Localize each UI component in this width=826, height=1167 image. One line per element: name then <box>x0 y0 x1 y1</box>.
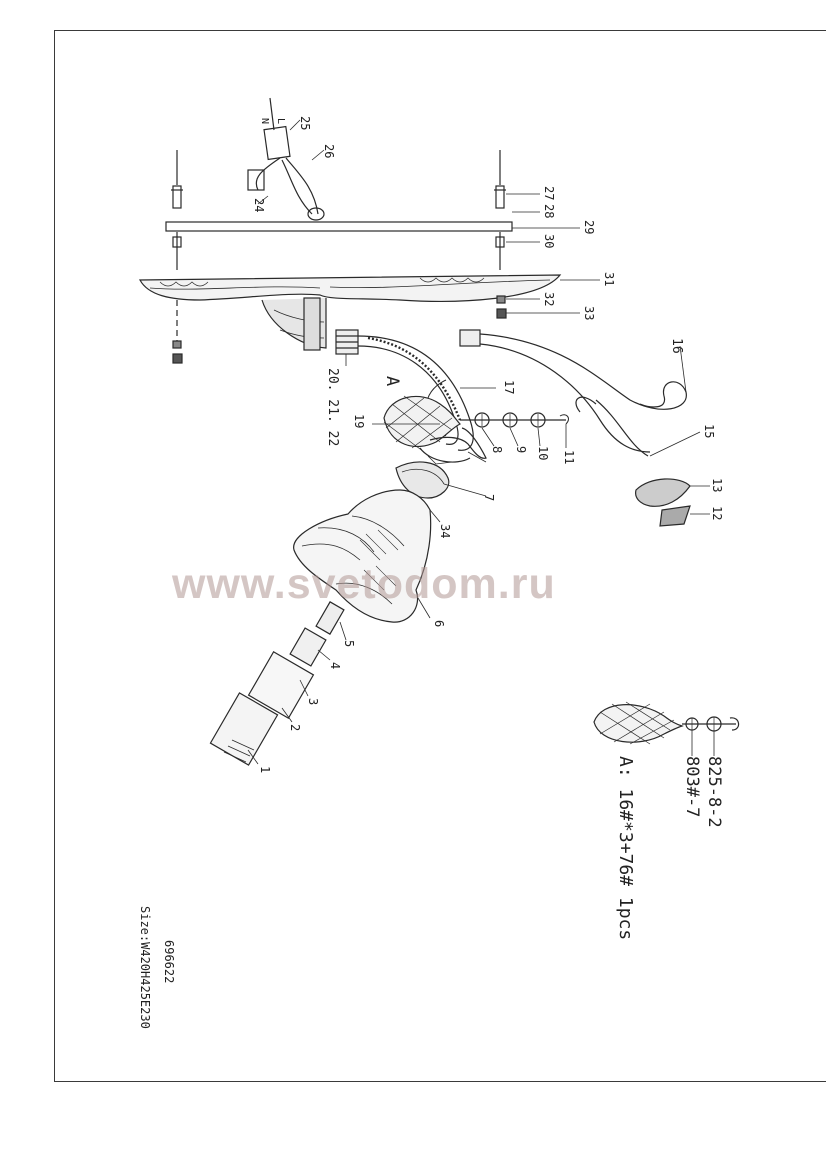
label-part-33: 33 <box>582 306 596 321</box>
label-part-19: 19 <box>352 414 366 429</box>
label-part-31: 31 <box>602 272 616 287</box>
label-part-7: 7 <box>482 494 496 502</box>
label-detail-marker: A <box>382 376 402 387</box>
label-part-10: 10 <box>536 446 550 461</box>
bead-chain <box>460 412 569 428</box>
small-parts-32-33 <box>172 295 507 364</box>
frame-left-border <box>54 30 55 1082</box>
label-part-4: 4 <box>328 662 342 670</box>
label-part-9: 9 <box>514 446 528 454</box>
label-wire-n: N <box>259 118 270 125</box>
detail-crystal-a <box>593 701 740 745</box>
terminal-block <box>247 97 325 221</box>
label-part-28: 28 <box>542 204 556 219</box>
nut-left <box>172 232 182 270</box>
label-model-size: Size:W420H425E230 <box>138 906 152 1029</box>
frame-top-border <box>54 30 826 31</box>
label-part-13: 13 <box>710 478 724 493</box>
label-part-8: 8 <box>490 446 504 454</box>
nut-right <box>495 232 505 270</box>
label-part-11: 11 <box>562 450 576 465</box>
leaf-cup <box>419 427 487 465</box>
label-part-6: 6 <box>432 620 446 628</box>
label-part-12: 12 <box>710 506 724 521</box>
socket-assembly <box>209 601 345 766</box>
glass-shade <box>293 489 432 623</box>
label-part-15: 15 <box>702 424 716 439</box>
label-part-1: 1 <box>258 766 272 774</box>
scroll-arm <box>459 329 687 457</box>
label-part-5: 5 <box>342 640 356 648</box>
ceiling-canopy <box>139 274 562 351</box>
label-model-number: 696622 <box>162 940 176 984</box>
label-part-16: 16 <box>669 338 684 354</box>
mounting-screw-left <box>171 150 183 209</box>
label-part-30: 30 <box>542 234 556 249</box>
frame-bottom-border <box>54 1081 826 1082</box>
label-part-20-21-22: 20. 21. 22 <box>325 368 340 447</box>
label-part-2: 2 <box>288 724 302 732</box>
label-part-32: 32 <box>542 292 556 307</box>
watermark: www.svetodom.ru <box>172 560 556 608</box>
mounting-bar <box>165 221 513 232</box>
label-detail-code-top: 825-8-2 <box>704 756 724 828</box>
label-detail-code-bottom: 803#-7 <box>682 756 702 818</box>
label-part-34: 34 <box>438 524 452 539</box>
label-part-17: 17 <box>502 380 516 395</box>
label-part-29: 29 <box>582 220 596 235</box>
crystal-drop-assembly <box>635 478 691 527</box>
label-part-3: 3 <box>306 698 320 706</box>
leader-lines <box>247 119 715 765</box>
mounting-screw-right <box>494 150 506 209</box>
label-detail-spec: A: 16#*3+76# 1pcs <box>615 756 636 941</box>
shade-holder <box>395 461 450 499</box>
nipple-assembly <box>335 329 359 355</box>
label-part-26: 26 <box>322 144 336 159</box>
label-wire-l: L <box>275 118 286 125</box>
label-part-27: 27 <box>542 186 556 201</box>
label-part-25: 25 <box>298 116 312 131</box>
label-part-24: 24 <box>252 198 266 213</box>
